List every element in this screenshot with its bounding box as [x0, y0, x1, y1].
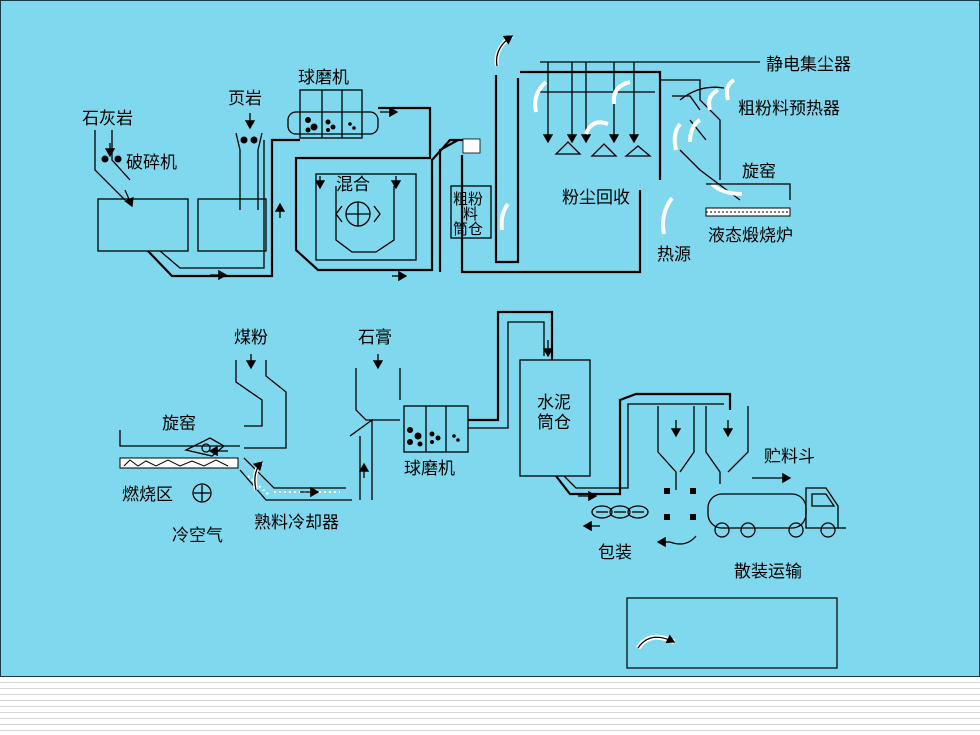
crusher-box — [97, 198, 189, 252]
label-heat-source: 热源 — [657, 245, 691, 265]
cement-silo — [519, 359, 591, 477]
label-bulk-transport: 散装运输 — [734, 562, 802, 582]
raw-meal-silo — [450, 185, 492, 239]
coal-hopper — [235, 354, 287, 449]
preheater — [660, 78, 743, 235]
cement-bags — [582, 488, 697, 548]
label-clinker-cooler: 熟料冷却器 — [254, 512, 339, 533]
label-storage-hopper: 贮料斗 — [764, 447, 815, 467]
label-gypsum: 石膏 — [358, 327, 392, 348]
label-electrostatic-precipitator: 静电集尘器 — [766, 55, 851, 75]
label-dust-recovery: 粉尘回收 — [562, 188, 630, 208]
limestone-hopper — [94, 130, 131, 201]
label-packaging: 包装 — [598, 543, 632, 563]
slide-background — [0, 0, 980, 677]
label-crusher: 破碎机 — [126, 153, 177, 173]
shale-hopper — [235, 113, 263, 210]
label-cold-air: 冷空气 — [172, 526, 223, 546]
ball-mill-top — [287, 89, 379, 139]
label-raw-meal-silo-2: 料 — [463, 205, 478, 223]
gypsum-hopper — [349, 354, 401, 500]
label-fluid-calciner: 液态煅烧炉 — [708, 226, 793, 246]
legend-box — [626, 597, 838, 669]
bulk-truck — [707, 487, 846, 538]
label-ball-mill-top: 球磨机 — [298, 68, 349, 88]
rotary-kiln-bottom — [119, 430, 240, 469]
label-cement-silo-2: 筒仓 — [537, 413, 571, 433]
label-limestone: 石灰岩 — [82, 109, 133, 129]
dust-recovery — [520, 61, 760, 180]
label-rotary-kiln-bottom: 旋窑 — [162, 414, 196, 434]
footer-stripes — [0, 677, 980, 735]
mixer — [314, 173, 417, 261]
shale-box — [197, 198, 267, 252]
conveyor-top-1 — [147, 138, 300, 278]
sample-box — [462, 138, 481, 154]
storage-hoppers — [657, 406, 792, 490]
label-cement-silo-1: 水泥 — [537, 393, 571, 413]
label-rotary-kiln-top: 旋窑 — [742, 162, 776, 182]
label-mixing: 混合 — [336, 175, 370, 195]
label-raw-meal-silo-3: 筒仓 — [453, 220, 483, 238]
label-ball-mill-bottom: 球磨机 — [404, 459, 455, 479]
label-coal-powder: 煤粉 — [234, 328, 268, 348]
clinker-cooler — [192, 457, 352, 503]
elevator — [494, 34, 520, 264]
label-burning-zone: 燃烧区 — [122, 485, 173, 505]
label-raw-meal-preheater: 粗粉料预热器 — [738, 99, 840, 119]
label-shale: 页岩 — [228, 89, 262, 109]
ball-mill-bottom — [403, 405, 469, 453]
label-raw-meal-silo-1: 粗粉 — [453, 190, 483, 208]
rotary-kiln-top — [705, 183, 791, 217]
